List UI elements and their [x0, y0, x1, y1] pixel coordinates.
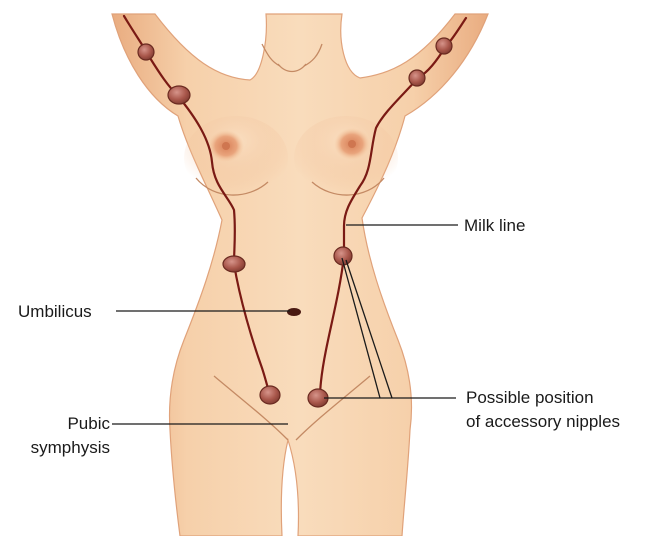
pubic-symphysis-label-line2: symphysis [31, 438, 110, 457]
accessory-nipple [223, 256, 245, 272]
pubic-symphysis-label-line1: Pubic [67, 414, 110, 433]
accessory-nipple [436, 38, 452, 54]
accessory-nipple [260, 386, 280, 404]
accessory-nipple [168, 86, 190, 104]
milk-line-label: Milk line [464, 216, 525, 235]
accessory-nipple [138, 44, 154, 60]
accessory-nipples-label-line2: of accessory nipples [466, 412, 620, 431]
accessory-nipple [409, 70, 425, 86]
umbilicus-mark [287, 308, 301, 316]
accessory-nipples-label-line1: Possible position [466, 388, 594, 407]
umbilicus-label: Umbilicus [18, 302, 92, 321]
